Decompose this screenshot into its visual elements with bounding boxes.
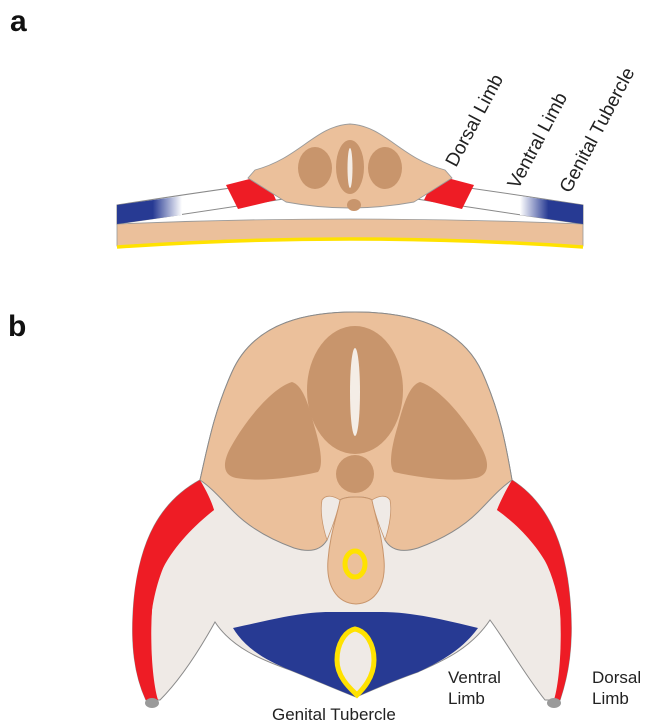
panel-b-right-limb-tip [547, 698, 561, 708]
panel-a-letter: a [10, 5, 27, 38]
panel-a-left-somite [298, 147, 332, 189]
panel-a-label-genital-tubercle: Genital Tubercle [556, 64, 639, 196]
panel-a-notochord [347, 199, 361, 211]
panel-b-label-dorsal-line2: Limb [592, 689, 629, 708]
panel-b-section [133, 312, 572, 708]
panel-b-label-ventral-line1: Ventral [448, 668, 501, 687]
panel-b-label-dorsal-line1: Dorsal [592, 668, 641, 687]
panel-a-right-somite [368, 147, 402, 189]
panel-b-notochord [336, 455, 374, 493]
panel-a-label-dorsal-limb: Dorsal Limb [442, 71, 508, 170]
panel-b-label-genital-tubercle: Genital Tubercle [272, 705, 396, 724]
panel-a-neural-lumen [348, 148, 353, 188]
panel-b-letter: b [8, 310, 26, 343]
panel-b-neural-lumen [350, 348, 360, 436]
panel-b-label-ventral-line2: Limb [448, 689, 485, 708]
panel-b-left-limb-tip [145, 698, 159, 708]
